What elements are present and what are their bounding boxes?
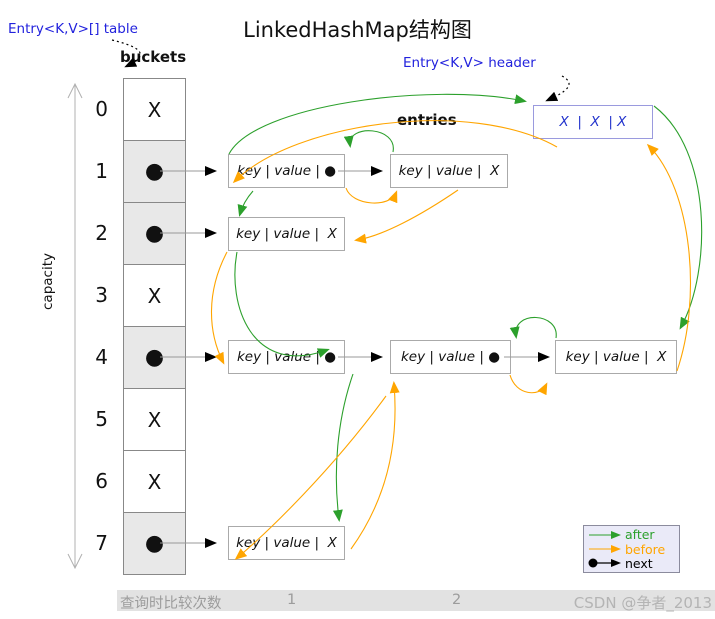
- footer-strip: [117, 590, 715, 611]
- bucket-cell-6: X: [123, 450, 186, 513]
- entry-node-row4-c: key | value | X: [555, 340, 677, 374]
- bucket-cell-5: X: [123, 388, 186, 451]
- before-row2a-to-row4a: [210, 251, 228, 365]
- before-row7a-to-row4b: [350, 381, 400, 550]
- header-label: Entry<K,V> header: [403, 55, 536, 71]
- after-row1b-to-row1a: [343, 130, 394, 153]
- bucket-index-2: 2: [95, 221, 108, 245]
- after-row1a-to-row2a: [237, 190, 254, 217]
- footer-count-1: 1: [287, 592, 297, 608]
- next-arrow-icon: [588, 558, 621, 568]
- before-arrow-icon: [589, 545, 621, 553]
- legend: after before next: [583, 525, 680, 573]
- after-arrow-icon: [589, 530, 621, 539]
- footer-compare-label: 查询时比较次数: [120, 596, 222, 612]
- bucket-index-7: 7: [95, 531, 108, 555]
- entry-node-row4-a: key | value | ●: [228, 340, 345, 374]
- bucket-index-0: 0: [95, 97, 108, 121]
- before-row1b-to-row2a: [354, 189, 459, 244]
- bucket-cell-2: ●: [123, 202, 186, 265]
- legend-label-before: before: [625, 541, 666, 557]
- after-row4c-to-row4b: [509, 316, 557, 339]
- entry-node-row1-b: key | value | X: [390, 154, 508, 188]
- entry-node-row1-a: key | value | ●: [228, 154, 345, 188]
- header-entry-node: X | X | X: [533, 105, 653, 139]
- bucket-index-6: 6: [95, 469, 108, 493]
- legend-label-next: next: [625, 555, 653, 571]
- before-row4c-to-header: [646, 143, 692, 372]
- legend-row-next: next: [588, 557, 675, 570]
- entry-node-row2-a: key | value | X: [228, 217, 345, 251]
- bucket-index-3: 3: [95, 283, 108, 307]
- bucket-index-4: 4: [95, 345, 108, 369]
- table-label: Entry<K,V>[] table: [8, 21, 138, 37]
- footer-count-2: 2: [452, 592, 462, 608]
- bucket-cell-7: ●: [123, 512, 186, 575]
- before-row4b-to-row4c: [509, 374, 548, 396]
- capacity-axis-arrow: [67, 82, 83, 570]
- legend-label-after: after: [625, 527, 655, 543]
- before-row1a-to-row1b: [345, 187, 398, 204]
- bucket-index-1: 1: [95, 159, 108, 183]
- bucket-cell-3: X: [123, 264, 186, 327]
- bucket-cell-1: ●: [123, 140, 186, 203]
- after-row1a-to-header: [228, 93, 527, 155]
- legend-row-before: before: [588, 543, 675, 556]
- diagram-title: LinkedHashMap结构图: [243, 18, 472, 42]
- bucket-index-5: 5: [95, 407, 108, 431]
- entry-node-row4-b: key | value | ●: [390, 340, 511, 374]
- capacity-label: capacity: [40, 253, 56, 310]
- after-header-to-row4c: [653, 105, 703, 330]
- legend-row-after: after: [588, 528, 675, 541]
- bucket-cell-0: X: [123, 78, 186, 141]
- entry-node-row7-a: key | value | X: [228, 526, 345, 560]
- bucket-cell-4: ●: [123, 326, 186, 389]
- header-pointer-arrow: [545, 75, 570, 102]
- buckets-label: buckets: [120, 48, 187, 66]
- after-row4a-to-row7a: [332, 373, 354, 522]
- entries-label: entries: [397, 111, 457, 129]
- watermark: CSDN @争者_2013: [573, 594, 712, 612]
